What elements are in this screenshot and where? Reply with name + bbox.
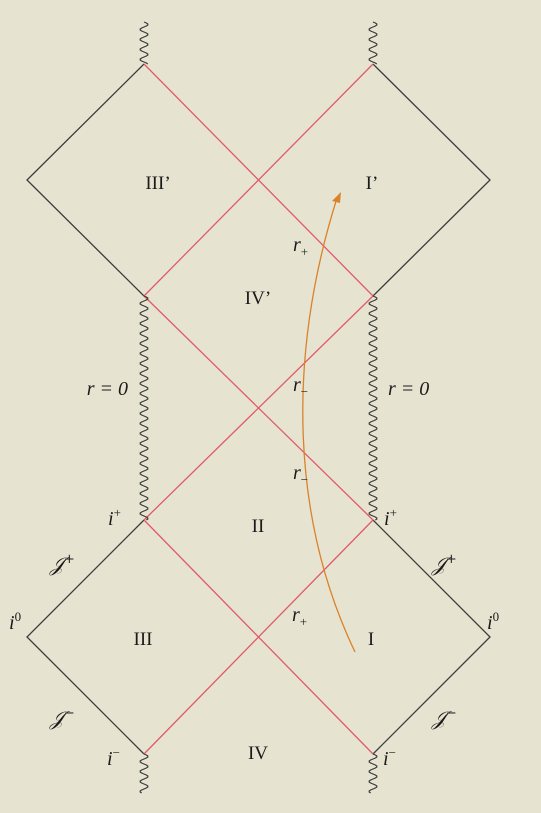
lower-right-boundary: [372, 519, 491, 755]
region-label-II: II: [252, 516, 265, 537]
worldline-arrowhead: [332, 192, 341, 203]
i-plus-right-label: i+: [384, 505, 397, 530]
singularity-top-left: [139, 21, 149, 65]
horizon-line: [143, 63, 374, 297]
i-plus-left-label: i+: [108, 505, 121, 530]
r-minus-upper-label: r−: [293, 374, 308, 399]
region-label-III: III: [134, 629, 153, 650]
upper-left-boundary: [26, 63, 145, 297]
region-label-IV-prime: IV’: [245, 288, 271, 309]
i-zero-left-label: i0: [9, 609, 21, 634]
r-plus-lower-label: r+: [292, 604, 307, 629]
boundary-lines: [26, 63, 491, 755]
worldline-curve: [302, 197, 356, 653]
scri-minus-right-label: 𝒥−: [431, 706, 457, 730]
region-label-I: I: [368, 629, 374, 650]
horizon-line: [143, 519, 374, 755]
i-minus-left-label: i−: [107, 745, 120, 770]
i-minus-right-label: i−: [383, 745, 396, 770]
r-minus-lower-label: r−: [293, 462, 308, 487]
i-zero-right-label: i0: [487, 609, 499, 634]
worldline: [302, 192, 356, 653]
singularity-right: [368, 295, 378, 521]
lower-left-boundary: [26, 519, 145, 755]
upper-right-boundary: [372, 63, 491, 297]
singularity-top-right: [368, 21, 378, 65]
scri-minus-left-label: 𝒥−: [49, 706, 75, 730]
r-zero-right-label: r = 0: [388, 378, 429, 400]
region-label-III-prime: III’: [145, 173, 170, 194]
singularity-left: [139, 295, 149, 521]
r-zero-left-label: r = 0: [87, 378, 128, 400]
region-label-I-prime: I’: [366, 173, 379, 194]
horizon-lines: [143, 63, 374, 755]
singularities: [139, 21, 378, 794]
horizon-line: [143, 295, 374, 521]
scri-plus-left-label: 𝒥+: [49, 552, 75, 576]
singularity-bottom-right: [368, 753, 378, 794]
scri-plus-right-label: 𝒥+: [431, 552, 457, 576]
singularity-bottom-left: [139, 753, 149, 794]
r-plus-upper-label: r+: [293, 234, 308, 259]
region-label-IV: IV: [248, 743, 268, 764]
